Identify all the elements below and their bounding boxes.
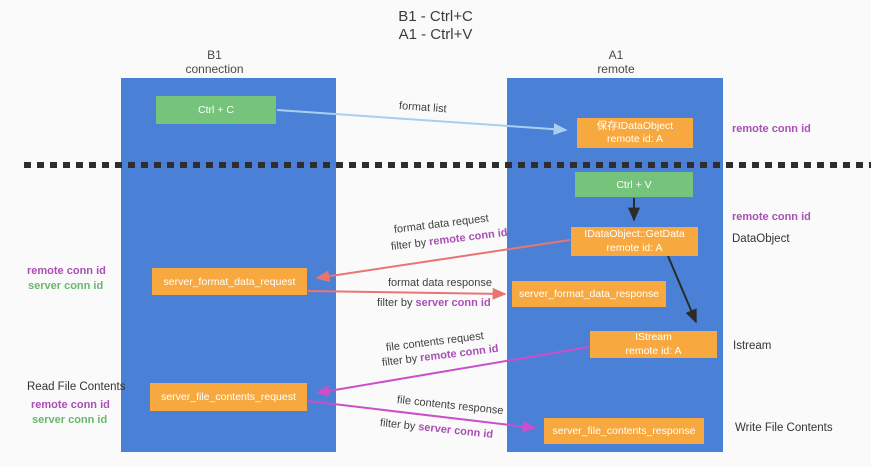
edge-label-format-list: format list <box>398 100 447 116</box>
filter-by-text: filter by <box>381 352 418 369</box>
left-remote-conn-id: remote conn id <box>27 265 106 277</box>
right-write-file-contents: Write File Contents <box>735 422 833 434</box>
left-read-file-contents: Read File Contents <box>27 381 126 393</box>
node-server-file-contents-response-label: server_file_contents_response <box>552 425 696 437</box>
lane-a1-subtitle: remote <box>597 62 635 76</box>
node-getdata-line2: remote id: A <box>606 241 663 254</box>
filter-by-text: filter by <box>377 297 413 309</box>
lane-a1-title: A1 <box>608 48 624 62</box>
right-istream-label: Istream <box>733 340 772 352</box>
node-server-file-contents-request-label: server_file_contents_request <box>161 391 296 403</box>
right-remote-conn-id-mid: remote conn id <box>732 211 811 223</box>
node-server-format-data-response-label: server_format_data_response <box>518 288 660 300</box>
node-istream: IStream remote id: A <box>590 331 717 358</box>
server-conn-id-text: server conn id <box>415 297 491 309</box>
session-divider-dashed-line <box>24 162 871 168</box>
arrow-format-data-response <box>307 287 507 300</box>
left-bottom-remote-conn-id: remote conn id <box>31 399 110 411</box>
node-idataobject-getdata: IDataObject::GetData remote id: A <box>571 227 698 256</box>
node-save-idataobject-line2: remote id: A <box>606 133 664 145</box>
node-istream-line2: remote id: A <box>625 344 682 357</box>
node-ctrl-c-label: Ctrl + C <box>198 104 234 116</box>
page-title: B1 - Ctrl+C A1 - Ctrl+V <box>0 8 871 44</box>
right-remote-conn-id-top: remote conn id <box>732 123 811 135</box>
filter-by-text: filter by <box>390 236 427 253</box>
left-bottom-server-conn-id: server conn id <box>32 414 108 426</box>
lane-header-a1: A1 remote <box>528 48 704 76</box>
node-server-format-data-response: server_format_data_response <box>512 281 666 307</box>
filter-by-text: filter by <box>379 417 416 433</box>
lane-header-b1: B1 connection <box>127 48 302 76</box>
edge-label-file-contents-response: file contents response <box>396 394 505 418</box>
right-dataobject-label: DataObject <box>732 233 790 245</box>
left-server-conn-id: server conn id <box>28 280 104 292</box>
edge-label-format-data-response: format data response <box>388 277 492 289</box>
node-ctrl-v: Ctrl + V <box>575 172 693 197</box>
node-server-file-contents-response: server_file_contents_response <box>544 418 704 444</box>
page-title-line2: A1 - Ctrl+V <box>398 26 473 43</box>
node-save-idataobject: 保存IDataObject remote id: A <box>577 118 693 148</box>
page-title-line1: B1 - Ctrl+C <box>398 8 473 25</box>
node-server-file-contents-request: server_file_contents_request <box>150 383 307 411</box>
lane-b1-subtitle: connection <box>185 62 244 76</box>
node-server-format-data-request: server_format_data_request <box>152 268 307 295</box>
node-save-idataobject-line1: 保存IDataObject <box>596 119 674 132</box>
server-conn-id-text: server conn id <box>417 421 494 441</box>
node-istream-line1: IStream <box>635 331 672 343</box>
node-ctrl-v-label: Ctrl + V <box>616 178 652 191</box>
node-ctrl-c: Ctrl + C <box>156 96 276 124</box>
node-server-format-data-request-label: server_format_data_request <box>163 275 296 288</box>
node-getdata-line1: IDataObject::GetData <box>584 228 685 240</box>
lane-b1-title: B1 <box>207 48 222 62</box>
